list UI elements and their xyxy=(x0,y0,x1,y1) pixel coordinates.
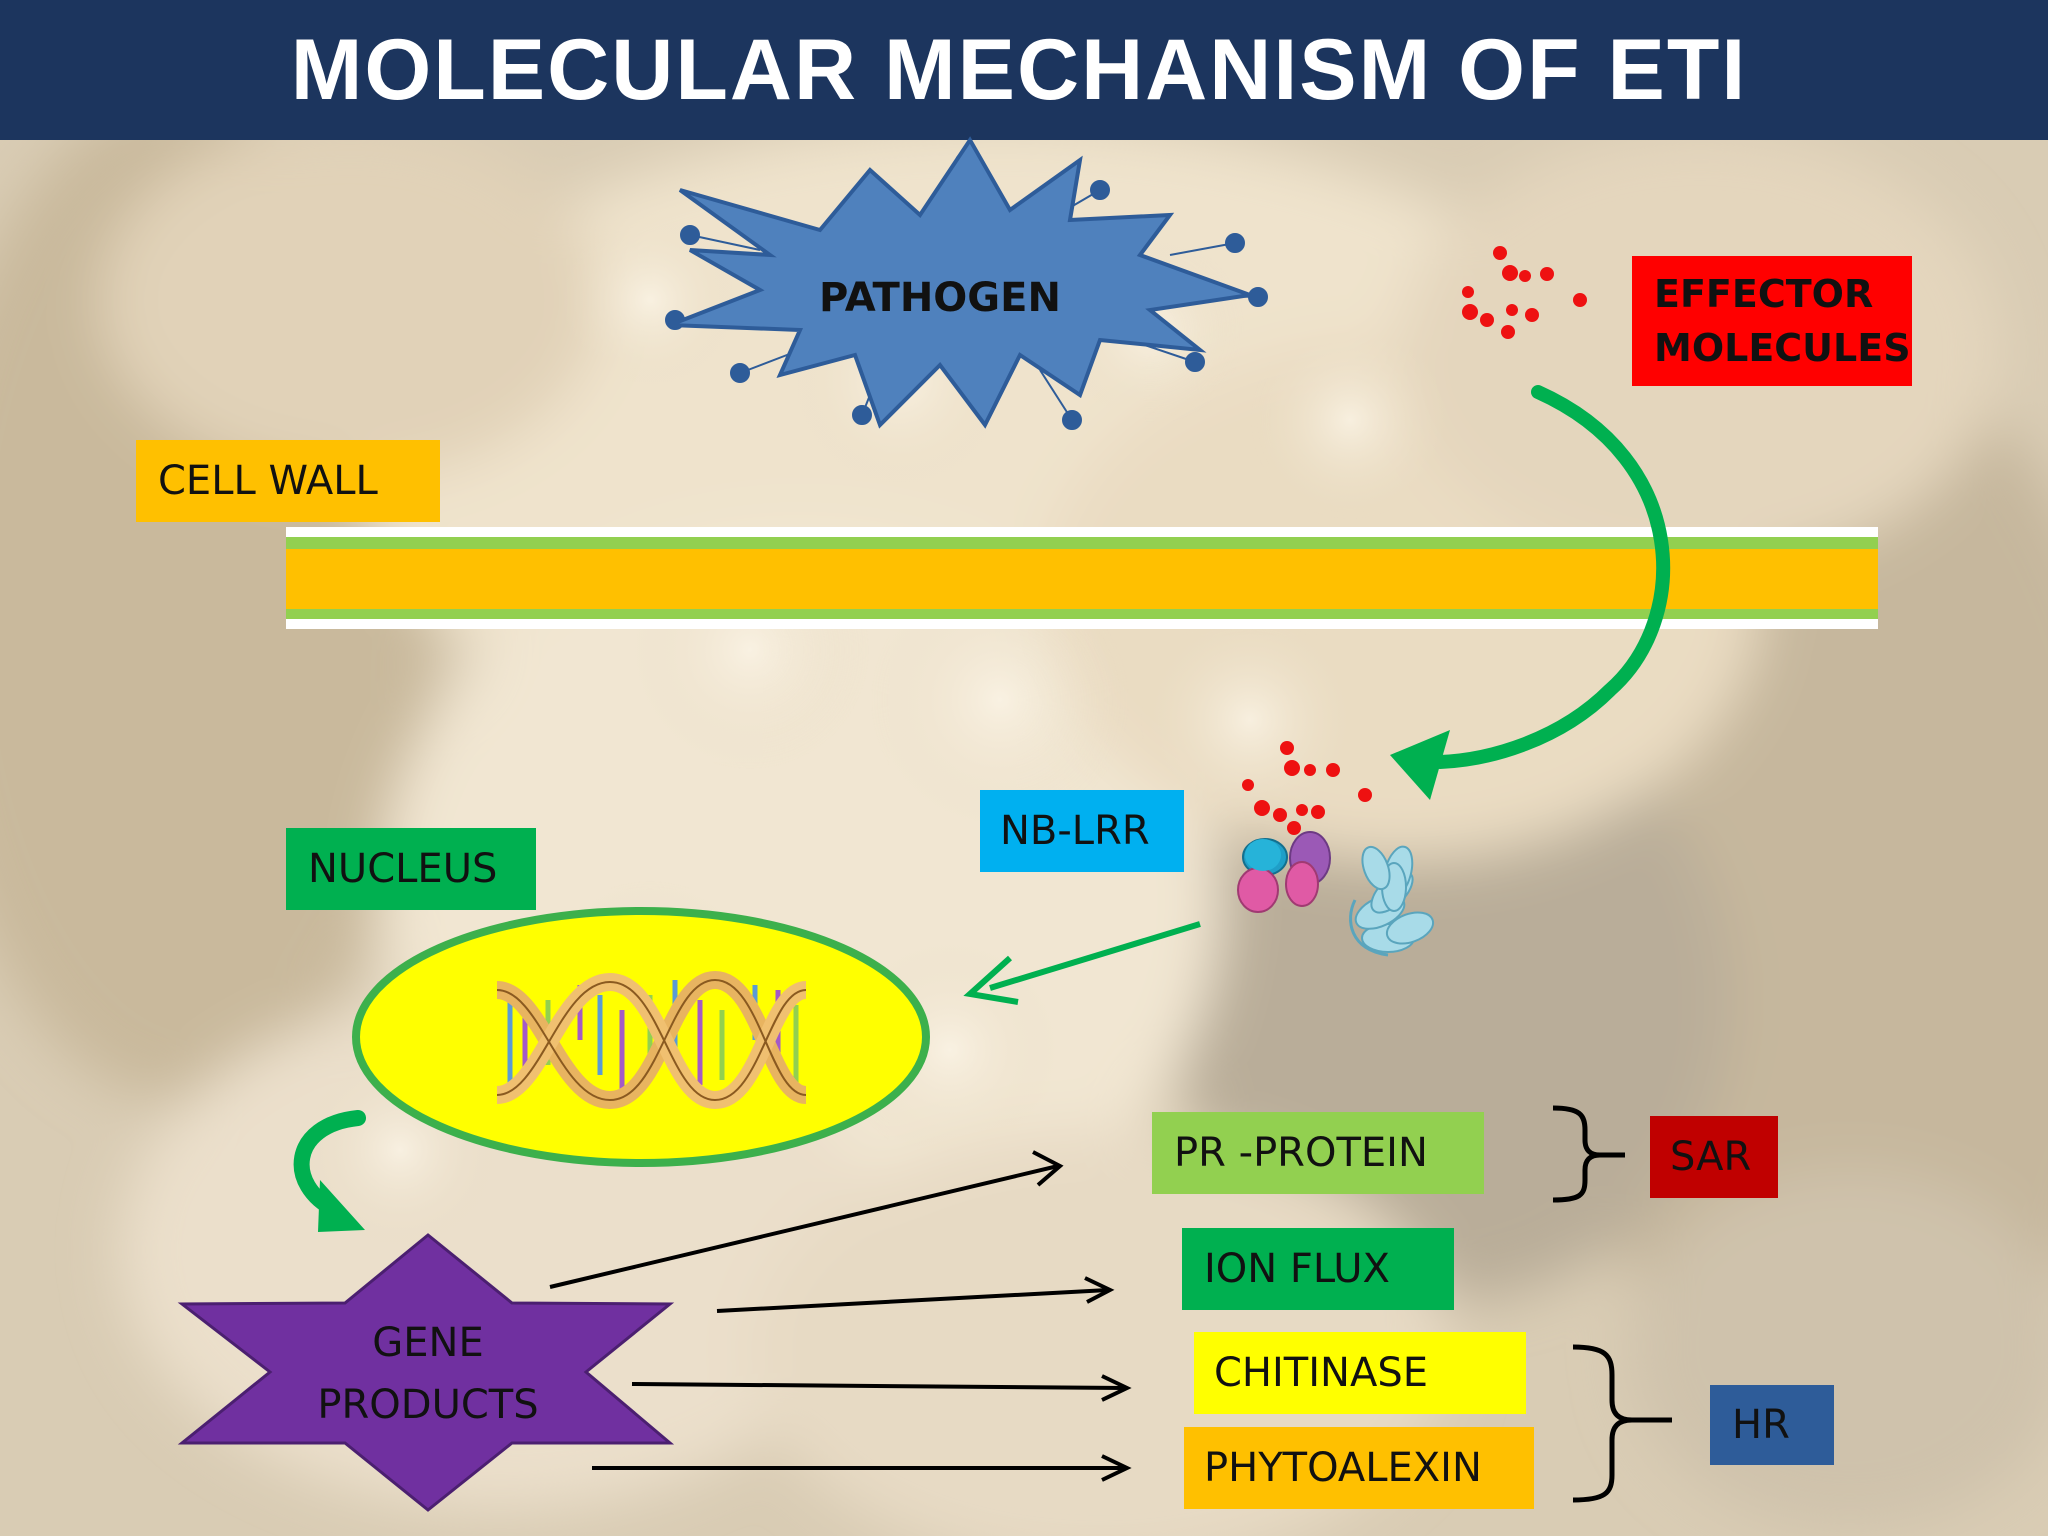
ion-flux-box: ION FLUX xyxy=(1182,1228,1454,1310)
cell-membrane xyxy=(286,527,1878,629)
nb-lrr-box: NB-LRR xyxy=(980,790,1184,872)
effector-dots-receptor xyxy=(1242,741,1372,835)
pathogen-label: PATHOGEN xyxy=(800,268,1080,328)
receptor-to-nucleus-arrow xyxy=(963,921,1201,1005)
nb-lrr-text: NB-LRR xyxy=(1000,808,1150,854)
sar-brace xyxy=(1552,1105,1625,1203)
chitinase-box: CHITINASE xyxy=(1194,1332,1526,1414)
gene-text-line2: PRODUCTS xyxy=(317,1382,539,1428)
ion-flux-text: ION FLUX xyxy=(1204,1246,1390,1292)
pr-protein-text: PR -PROTEIN xyxy=(1174,1130,1428,1176)
phytoalexin-text: PHYTOALEXIN xyxy=(1204,1445,1482,1491)
effector-molecules-box: EFFECTOR MOLECULES xyxy=(1632,256,1912,386)
page-title: MOLECULAR MECHANISM OF ETI xyxy=(290,21,1748,118)
nucleus-to-gene-arrow xyxy=(293,1110,366,1232)
effector-text-line1: EFFECTOR xyxy=(1654,272,1874,316)
title-bar: MOLECULAR MECHANISM OF ETI xyxy=(0,0,2048,140)
dna-helix-icon xyxy=(495,970,808,1110)
hr-box: HR xyxy=(1710,1385,1834,1465)
cell-wall-box: CELL WALL xyxy=(136,440,440,522)
gene-products-label: GENE PRODUCTS xyxy=(278,1312,578,1436)
effector-dots-top xyxy=(1462,246,1587,339)
gene-product-arrows xyxy=(549,1150,1132,1482)
nb-lrr-receptor-icon xyxy=(1237,831,1435,957)
effector-text-line2: MOLECULES xyxy=(1654,326,1911,370)
pathogen-text: PATHOGEN xyxy=(819,275,1061,321)
nucleus-text: NUCLEUS xyxy=(308,846,498,892)
gene-text-line1: GENE xyxy=(372,1320,484,1366)
nucleus-box: NUCLEUS xyxy=(286,828,536,910)
gene-products-shape xyxy=(177,1233,675,1512)
chitinase-text: CHITINASE xyxy=(1214,1350,1428,1396)
pathogen-shape xyxy=(665,136,1268,430)
hr-brace xyxy=(1572,1344,1672,1503)
effector-entry-arrow xyxy=(1390,385,1671,800)
hr-text: HR xyxy=(1732,1402,1790,1448)
nucleus-shape xyxy=(352,907,930,1167)
cell-wall-text: CELL WALL xyxy=(158,458,378,504)
pr-protein-box: PR -PROTEIN xyxy=(1152,1112,1484,1194)
sar-text: SAR xyxy=(1670,1134,1752,1180)
phytoalexin-box: PHYTOALEXIN xyxy=(1184,1427,1534,1509)
sar-box: SAR xyxy=(1650,1116,1778,1198)
